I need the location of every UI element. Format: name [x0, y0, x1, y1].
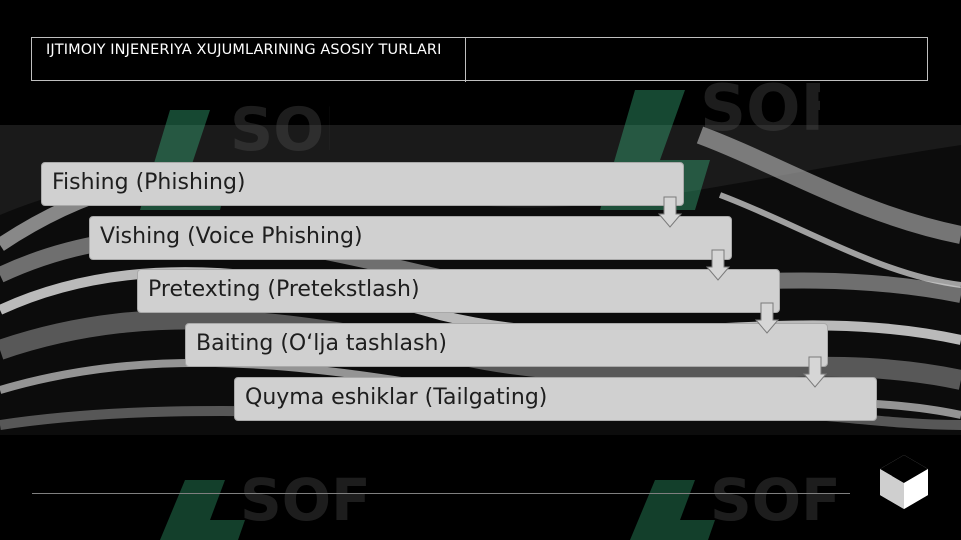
- step-box-5: Quyma eshiklar (Tailgating): [234, 377, 877, 421]
- down-arrow-icon: [755, 302, 779, 334]
- step-box-4: Baiting (O‘lja tashlash): [185, 323, 828, 367]
- watermark-logo-icon: SOF: [630, 466, 840, 540]
- step-label: Fishing (Phishing): [52, 170, 246, 195]
- step-box-3: Pretexting (Pretekstlash): [137, 269, 780, 313]
- cube-logo-icon: [880, 455, 928, 509]
- title-box: IJTIMOIY INJENERIYA XUJUMLARINING ASOSIY…: [32, 38, 466, 82]
- down-arrow-icon: [803, 356, 827, 388]
- down-arrow-icon: [658, 196, 682, 228]
- svg-text:SOF: SOF: [710, 466, 840, 534]
- step-label: Baiting (O‘lja tashlash): [196, 331, 448, 356]
- step-label: Quyma eshiklar (Tailgating): [245, 385, 548, 410]
- step-label: Vishing (Voice Phishing): [100, 224, 363, 249]
- step-box-2: Vishing (Voice Phishing): [89, 216, 732, 260]
- slide-title: IJTIMOIY INJENERIYA XUJUMLARINING ASOSIY…: [46, 42, 442, 58]
- watermark-logo-icon: SOF: [160, 466, 370, 540]
- step-label: Pretexting (Pretekstlash): [148, 277, 420, 302]
- title-frame: IJTIMOIY INJENERIYA XUJUMLARINING ASOSIY…: [31, 37, 928, 82]
- footer-divider: [32, 493, 850, 494]
- svg-text:SOF: SOF: [230, 95, 330, 165]
- svg-text:SOF: SOF: [240, 466, 370, 534]
- svg-text:SOF: SOF: [700, 72, 820, 146]
- down-arrow-icon: [706, 249, 730, 281]
- step-box-1: Fishing (Phishing): [41, 162, 684, 206]
